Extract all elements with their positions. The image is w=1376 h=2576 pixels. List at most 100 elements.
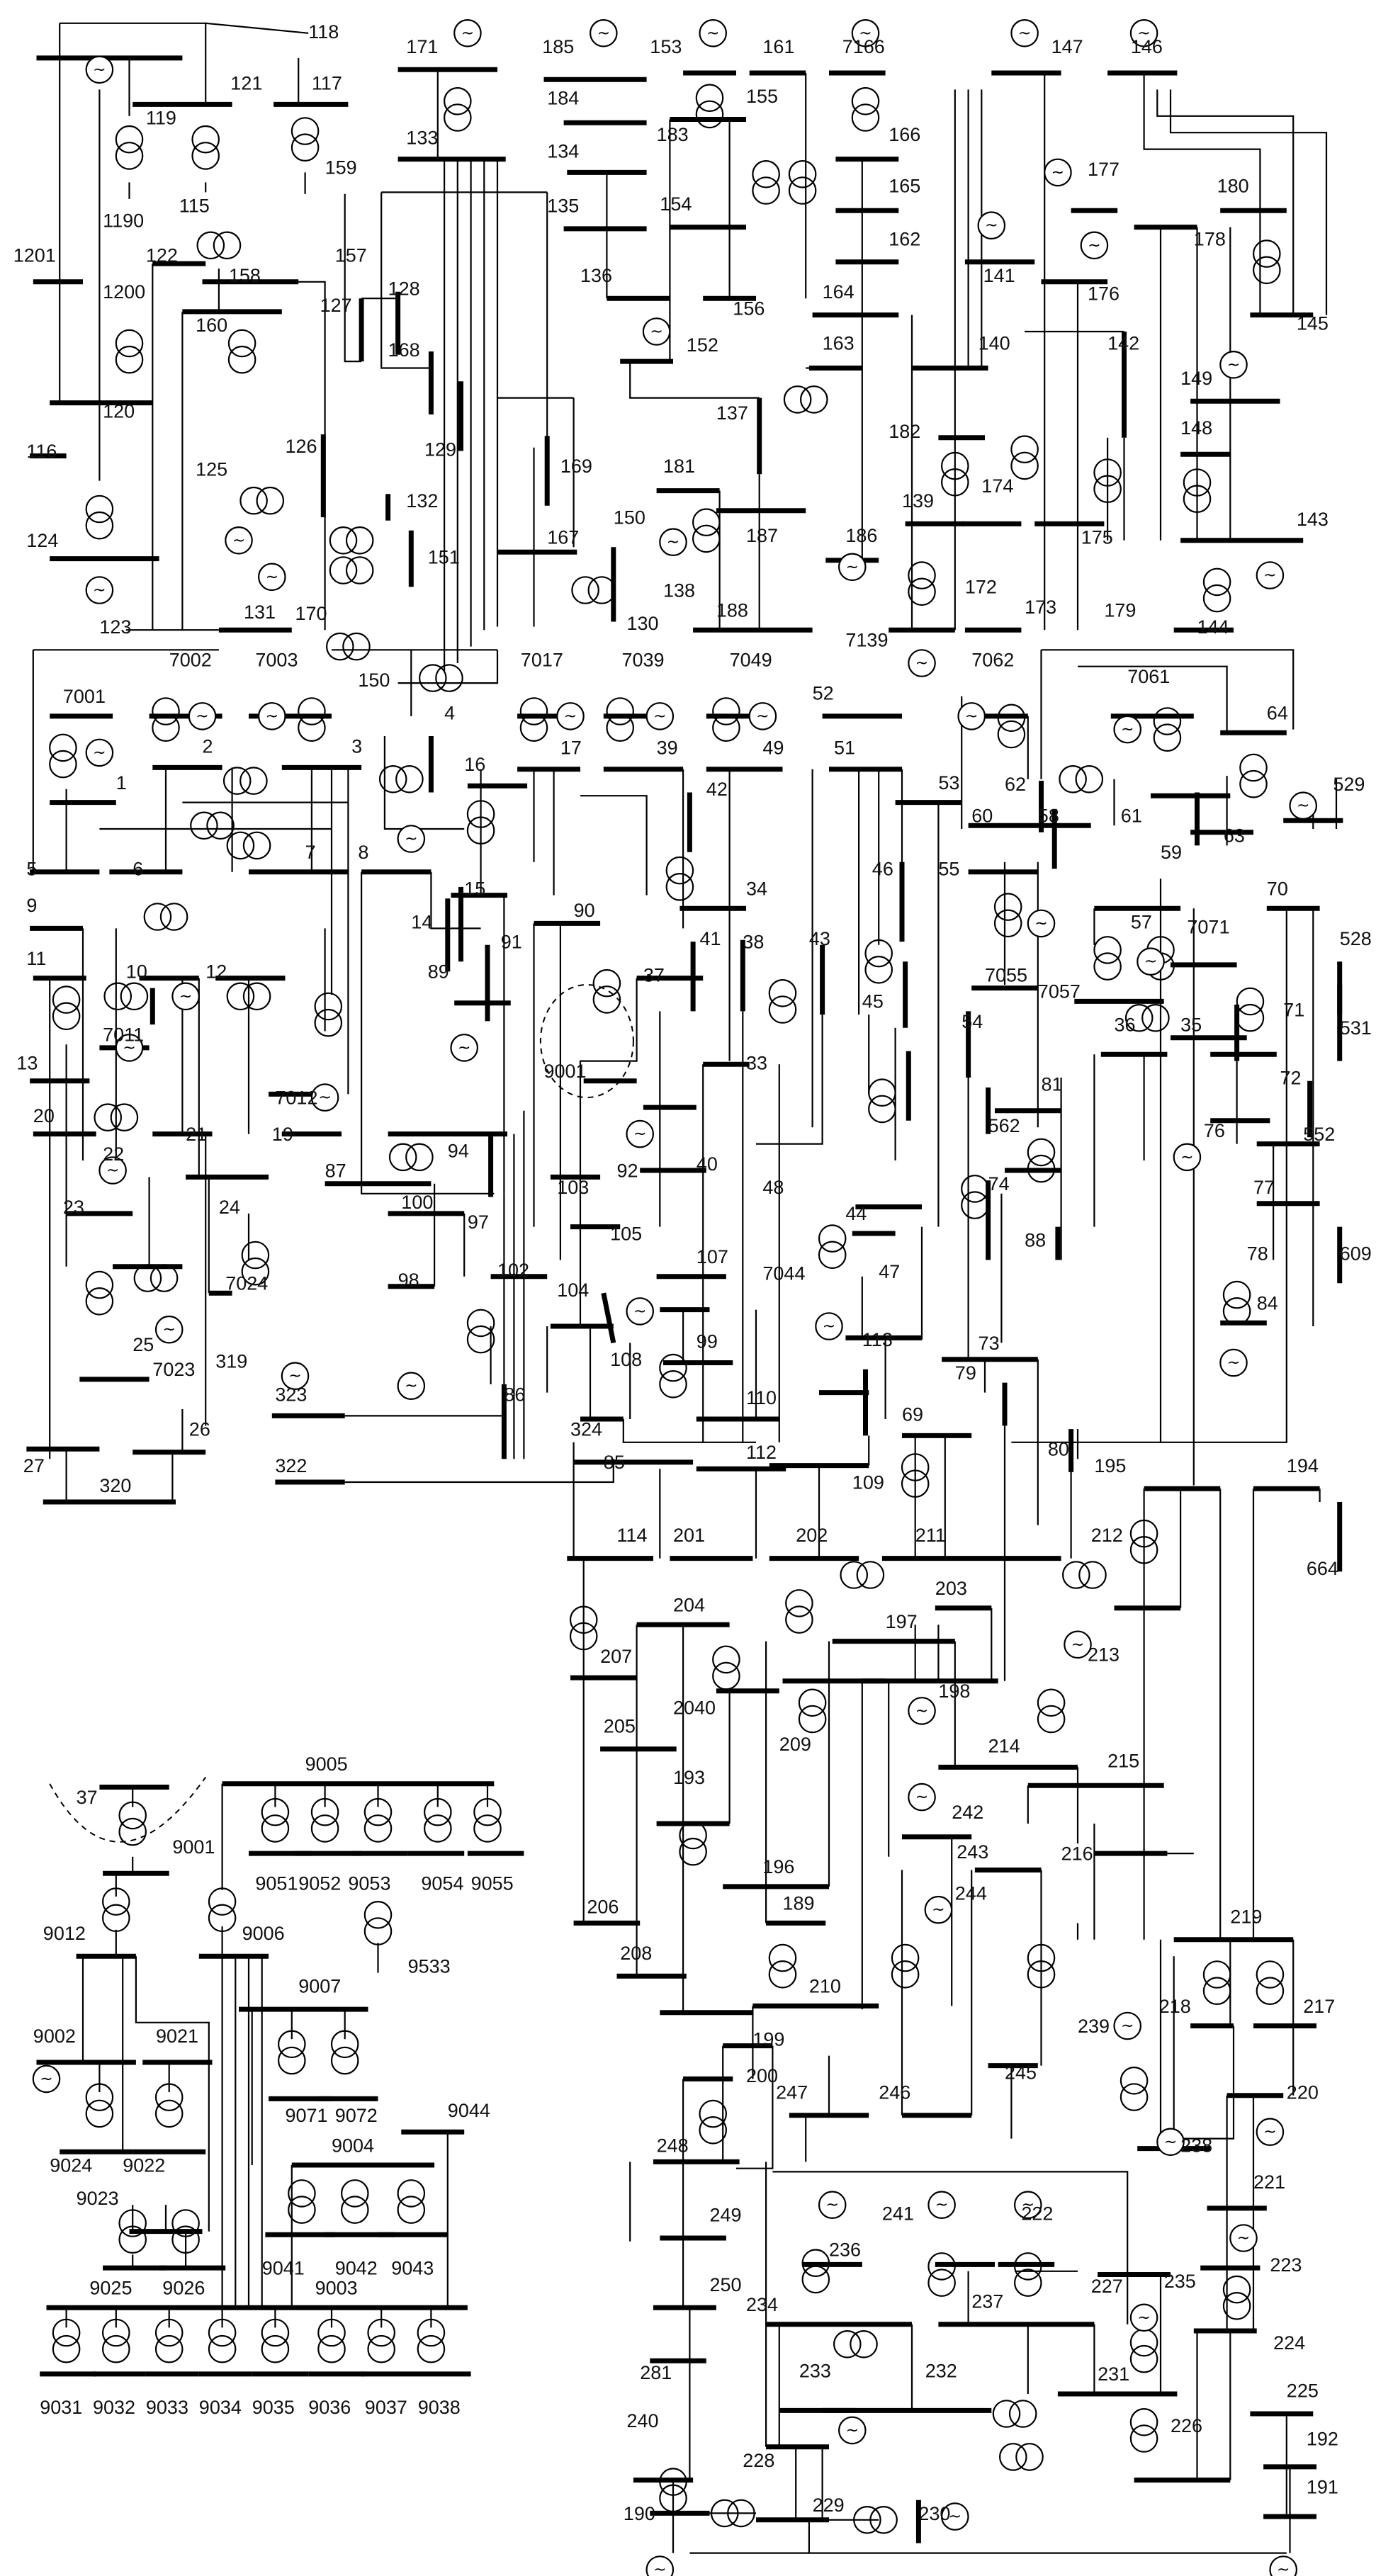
bus-label: 1 [116,772,127,793]
bus-label: 9025 [89,2278,132,2299]
bus-label: 73 [979,1333,1000,1354]
transformer-icon [314,992,343,1037]
generator-icon: ~ [977,211,1006,240]
transformer-icon [659,2468,687,2513]
bus-label: 9002 [33,2026,76,2047]
bus-label: 36 [1115,1015,1136,1036]
bus-label: 70 [1267,879,1288,900]
bus-label: 212 [1091,1525,1123,1546]
generator-icon: ~ [1137,947,1165,976]
bus-label: 7139 [845,630,888,651]
bus-label: 80 [1048,1439,1069,1460]
svg-text:~: ~ [106,1162,119,1180]
bus-label: 9044 [448,2100,490,2121]
bus-label: 122 [146,245,178,266]
svg-text:~: ~ [597,25,610,43]
bus-label: 9005 [305,1753,348,1775]
bus-bars [26,55,1343,2543]
transformer-icon [592,968,621,1014]
bus-label: 51 [834,738,855,759]
bus-label: 529 [1333,774,1365,795]
svg-text:~: ~ [266,568,278,586]
bus-label: 186 [845,525,877,546]
bus-label: 2040 [673,1697,716,1719]
transformer-icon [993,893,1022,938]
bus-label: 248 [657,2135,689,2156]
svg-text:~: ~ [405,830,417,848]
bus-label: 14 [411,911,432,932]
transformer-icon [261,2318,290,2363]
bus-label: 175 [1081,527,1113,548]
bus-label: 37 [643,964,665,985]
branch-line [397,650,499,684]
transformer-icon [788,160,817,205]
bus-label: 144 [1197,616,1229,638]
generator-icon: ~ [1129,2303,1158,2332]
transformer-icon [239,486,285,515]
bus-label: 178 [1194,228,1226,249]
svg-text:~: ~ [266,708,278,725]
generator-icon: ~ [818,2191,847,2220]
bus-label: 140 [979,333,1010,354]
transformer-icon [1124,1004,1170,1032]
bus-label: 609 [1340,1243,1372,1264]
bus-label: 165 [889,175,920,196]
bus-label: 9 [26,895,37,916]
generator-icon: ~ [815,1312,843,1340]
transformer-icon [1153,707,1182,752]
generator-icon: ~ [453,18,482,47]
bus-label: 229 [813,2495,845,2516]
bus-label: 160 [196,315,227,336]
bus-label: 9021 [156,2026,198,2047]
bus-label: 76 [1204,1120,1225,1141]
transformer-icon [102,2318,130,2363]
transformer-icon [768,1943,797,1989]
bus-label: 86 [504,1384,525,1405]
bus-label: 7057 [1038,981,1081,1002]
transformer-icon [103,982,149,1011]
bus-label: 1201 [13,245,56,266]
generator-icon: ~ [1219,1348,1248,1377]
bus-label: 9024 [50,2154,92,2176]
generator-icon: ~ [450,1034,479,1062]
generator-icon: ~ [32,2064,61,2094]
bus-label: 227 [1091,2276,1123,2297]
transformer-icon [999,2443,1044,2471]
generator-icon: ~ [85,738,114,767]
generator-icon: ~ [1219,350,1248,379]
svg-text:~: ~ [40,2070,52,2088]
bus-label: 7062 [971,650,1014,671]
svg-text:~: ~ [935,2196,948,2214]
bus-label: 162 [889,228,920,249]
bus-label: 6 [132,859,143,880]
bus-label: 45 [862,991,884,1012]
transformer-icon [102,1887,130,1933]
bus-label: 9035 [252,2397,295,2418]
bus-label: 192 [1307,2429,1338,2450]
transformer-icon [768,979,797,1024]
branch-line [430,871,481,930]
bus-label: 143 [1297,509,1329,530]
bus-label: 7024 [225,1273,268,1294]
svg-text:~: ~ [1144,953,1157,971]
bus-label: 7049 [730,650,772,671]
svg-text:~: ~ [846,2422,859,2439]
generator-icon: ~ [188,702,217,730]
bus-label: 167 [547,527,579,548]
transformer-icon [783,385,828,414]
bus-label: 33 [746,1052,767,1073]
svg-text:~: ~ [667,533,679,551]
svg-text:~: ~ [232,532,245,550]
svg-text:~: ~ [1180,1148,1193,1166]
svg-text:~: ~ [288,1367,301,1385]
svg-text:~: ~ [1121,2018,1134,2035]
svg-text:~: ~ [653,708,666,725]
bus-label: 57 [1131,911,1152,932]
transformer-icon [569,1605,598,1651]
bus-label: 233 [799,2361,831,2382]
transformer-icon [49,733,77,779]
bus-label: 201 [673,1525,705,1546]
generator-icon: ~ [748,702,777,730]
bus-label: 198 [938,1680,970,1702]
bus-label: 92 [617,1160,638,1181]
